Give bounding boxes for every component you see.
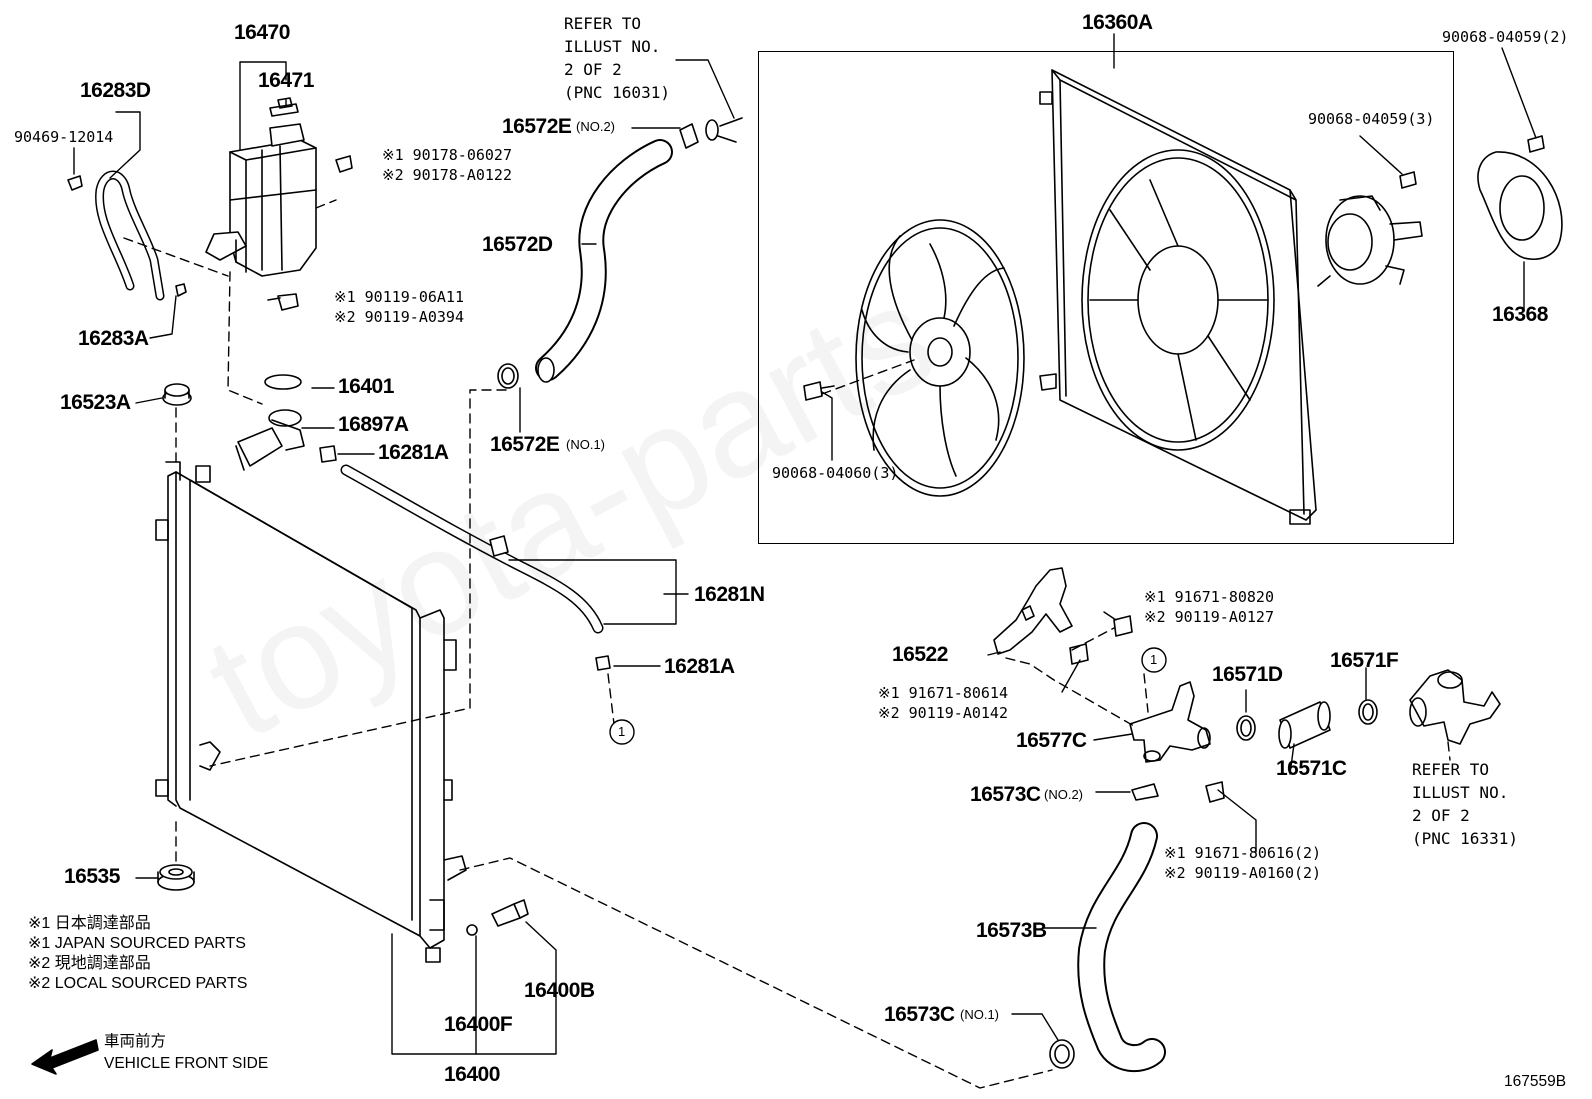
cap-16471 (269, 97, 299, 117)
part-label-16281N: 16281N (694, 583, 765, 606)
reference-note-pnc-16331: REFER TO ILLUST NO. 2 OF 2 (PNC 16331) (1412, 760, 1518, 848)
alt-part-90119-06A11: ※1 90119-06A11 (334, 288, 464, 306)
part-label-16400: 16400 (444, 1063, 500, 1086)
legend-line-2: ※1 JAPAN SOURCED PARTS (28, 935, 246, 952)
circle-marker-left: 1 (618, 724, 626, 739)
part-label-16523A: 16523A (60, 391, 131, 414)
qualifier-no1-b: (NO.1) (960, 1007, 999, 1022)
qualifier-no1-a: (NO.1) (566, 437, 605, 452)
part-label-90068-04059-2: 90068-04059(2) (1442, 28, 1569, 46)
small-clips (67, 155, 353, 311)
alt-part-91671-80820: ※1 91671-80820 (1144, 588, 1274, 606)
hose-16571C (1236, 699, 1378, 749)
bracket-16522 (993, 567, 1133, 665)
filler-neck (235, 374, 337, 471)
part-label-16572E-no2: 16572E (502, 115, 572, 138)
fan-assembly-box (758, 51, 1454, 544)
mount-16535 (157, 864, 195, 891)
part-label-16283A: 16283A (78, 327, 149, 350)
shroud-drawing (1039, 69, 1317, 525)
part-label-16400F: 16400F (444, 1013, 513, 1036)
part-label-16573C-no1: 16573C (884, 1003, 955, 1026)
drain-plug (466, 899, 529, 936)
part-label-90469-12014: 90469-12014 (14, 128, 114, 146)
reservoir-tank-drawing (205, 123, 317, 277)
fan-drawing (855, 219, 1025, 497)
leader-lines (73, 33, 1537, 1055)
water-inlet-16577C (1129, 681, 1225, 803)
part-label-16401: 16401 (338, 375, 394, 398)
radiator-drawing (155, 461, 467, 963)
figure-id: 167559B (1504, 1073, 1567, 1090)
legend-line-1: ※1 日本調達部品 (28, 915, 151, 932)
housing-16571F (1409, 669, 1501, 745)
part-label-16283D: 16283D (80, 79, 151, 102)
circle-marker-right: 1 (1150, 652, 1158, 667)
alt-part-90178-A0122: ※2 90178-A0122 (382, 166, 512, 184)
alt-part-91671-80614: ※1 91671-80614 (878, 684, 1008, 702)
qualifier-no2-b: (NO.2) (1044, 787, 1083, 802)
vehicle-front-arrow (31, 1039, 99, 1075)
part-label-16535: 16535 (64, 865, 120, 888)
part-label-90068-04060: 90068-04060(3) (772, 464, 899, 482)
part-label-16572D: 16572D (482, 233, 553, 256)
part-label-90068-04059-3: 90068-04059(3) (1308, 110, 1435, 128)
part-label-16471: 16471 (258, 69, 314, 92)
direction-label-en: VEHICLE FRONT SIDE (104, 1055, 269, 1072)
fan-motor-drawing (1317, 171, 1423, 287)
part-label-16897A: 16897A (338, 413, 409, 436)
qualifier-no2-a: (NO.2) (576, 119, 615, 134)
hose-16281N (340, 464, 611, 671)
part-label-16522: 16522 (892, 643, 948, 666)
part-label-16573C-no2: 16573C (970, 783, 1041, 806)
alt-part-90178-06027: ※1 90178-06027 (382, 146, 512, 164)
legend-line-4: ※2 LOCAL SOURCED PARTS (28, 975, 248, 992)
part-label-16571C: 16571C (1276, 757, 1347, 780)
part-label-16281A-top: 16281A (378, 441, 449, 464)
alt-part-90119-A0160: ※2 90119-A0160(2) (1164, 864, 1322, 882)
part-label-16368: 16368 (1492, 303, 1548, 326)
part-label-16571D: 16571D (1212, 663, 1283, 686)
part-label-16470: 16470 (234, 21, 290, 44)
dashed-lines (123, 199, 1451, 1089)
part-label-16577C: 16577C (1016, 729, 1087, 752)
clamp-16572E-no1 (497, 363, 519, 389)
motor-cover-drawing (1477, 135, 1563, 260)
alt-part-90119-A0394: ※2 90119-A0394 (334, 308, 464, 326)
part-label-16281A-mid: 16281A (664, 655, 735, 678)
part-label-16360A: 16360A (1082, 11, 1153, 34)
part-label-16571F: 16571F (1330, 649, 1399, 672)
hose-16572D (535, 117, 743, 383)
mount-16523A (162, 383, 192, 406)
part-label-16572E-no1: 16572E (490, 433, 560, 456)
alt-part-90119-A0127: ※2 90119-A0127 (1144, 608, 1274, 626)
legend-line-3: ※2 現地調達部品 (28, 955, 151, 972)
sourcing-legend: ※1 日本調達部品 ※1 JAPAN SOURCED PARTS ※2 現地調達… (28, 914, 247, 994)
part-label-16573B: 16573B (976, 919, 1047, 942)
direction-label-jp: 車両前方 (104, 1033, 167, 1050)
alt-part-90119-A0142: ※2 90119-A0142 (878, 704, 1008, 722)
hose-16573B (1049, 822, 1166, 1073)
alt-part-91671-80616: ※1 91671-80616(2) (1164, 844, 1322, 862)
fan-bolt (803, 381, 835, 401)
reference-note-pnc-16031: REFER TO ILLUST NO. 2 OF 2 (PNC 16031) (564, 14, 670, 102)
hose-16283D (95, 170, 165, 301)
part-label-16400B: 16400B (524, 979, 595, 1002)
